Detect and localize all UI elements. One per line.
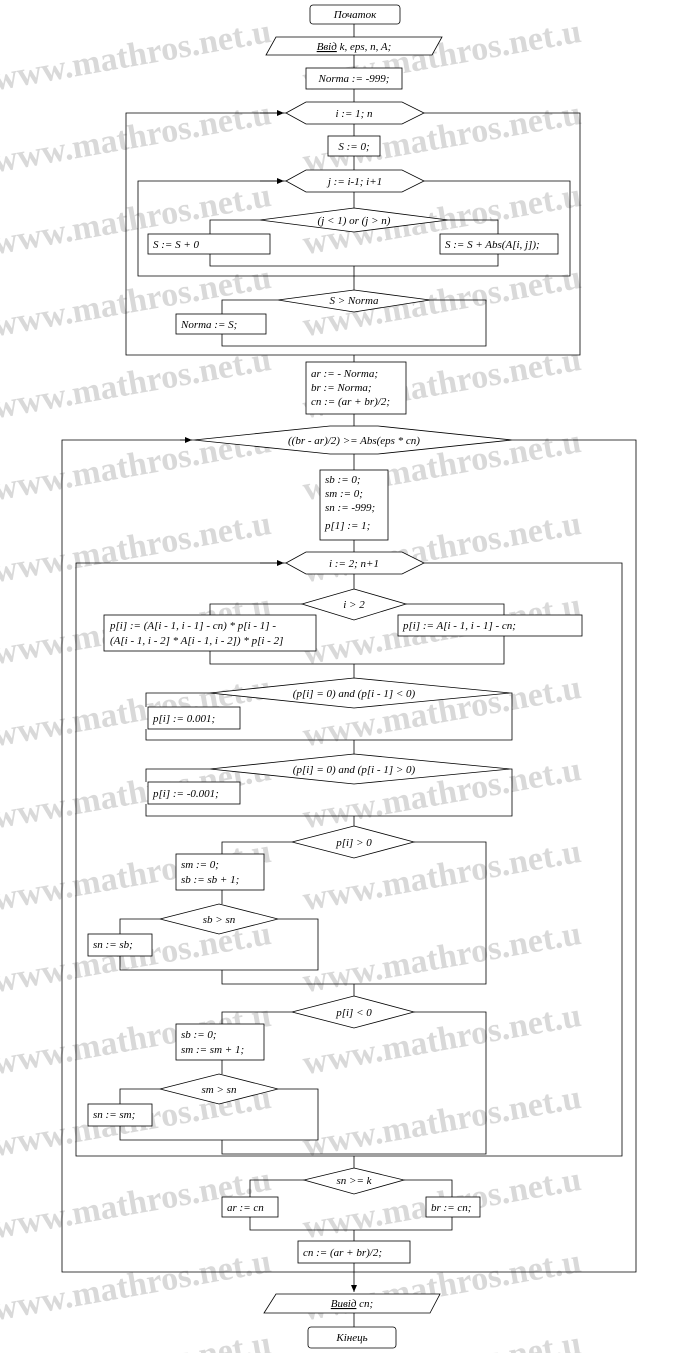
output-block: Вивід cn; [263,1293,441,1314]
cond-j-label: (j < 1) or (j > n) [318,215,391,227]
s-add0-block: S := S + 0 [147,233,271,255]
input-rest: k, eps, n, A; [337,41,391,53]
while-label: ((br - ar)/2) >= Abs(eps * cn) [288,435,420,447]
output-label: Вивід cn; [331,1298,373,1310]
init2-line-4: p[1] := 1; [324,520,370,532]
norma-init-label: Norma := -999; [318,73,390,85]
s-add-block: S := S + Abs(A[i, j]); [439,233,559,255]
connectors [61,24,637,1327]
br-cn-block: br := cn; [425,1196,481,1218]
norma-init-block: Norma := -999; [305,67,403,90]
cond-gt0-label: p[i] > 0 [335,837,372,849]
cond-k-label: sn >= k [336,1175,372,1187]
p-neg-eps-block: p[i] := -0.001; [147,781,241,805]
sn-sm-block: sn := sm; [87,1103,153,1127]
cond-sm-decision: sm > sn [159,1073,279,1105]
init-line-1: ar := - Norma; [311,368,378,380]
init2-line-3: sn := -999; [325,502,375,514]
br-cn-label: br := cn; [431,1202,471,1214]
init2-line-2: sm := 0; [325,488,363,500]
cond-p-pos-label: (p[i] = 0) and (p[i - 1] > 0) [293,764,416,776]
output-rest: cn; [356,1298,373,1310]
cond-p-neg-label: (p[i] = 0) and (p[i - 1] < 0) [293,688,416,700]
cond-norma-decision: S > Norma [277,289,431,313]
cond-lt0-decision: p[i] < 0 [291,995,416,1029]
start-terminal: Початок [309,4,401,25]
cond-p-neg-decision: (p[i] = 0) and (p[i - 1] < 0) [209,677,511,709]
cond-i2-label: i > 2 [343,599,365,611]
loop-i2-label: i := 2; n+1 [329,558,379,570]
sn-sm-label: sn := sm; [93,1109,135,1121]
init-block: ar := - Norma; br := Norma; cn := (ar + … [305,361,407,415]
loop-i2-hexagon: i := 2; n+1 [285,551,425,575]
cond-i2-decision: i > 2 [300,588,408,621]
init-line-2: br := Norma; [311,382,372,394]
output-keyword: Вивід [331,1298,357,1310]
p-full-block: p[i] := (A[i - 1, i - 1] - cn) * p[i - 1… [103,614,317,652]
input-keyword: Ввід [317,41,338,53]
s-init-label: S := 0; [338,141,369,153]
gt0-block: sm := 0; sb := sb + 1; [175,853,265,891]
end-label: Кінець [335,1332,367,1344]
cond-norma-label: S > Norma [330,295,379,307]
while-hexagon: ((br - ar)/2) >= Abs(eps * cn) [193,425,513,455]
ar-cn-block: ar := cn [221,1196,279,1218]
start-label: Початок [333,9,377,21]
cond-k-decision: sn >= k [302,1167,406,1195]
p-neg-eps-label: p[i] := -0.001; [152,788,219,800]
cond-j-decision: (j < 1) or (j > n) [259,207,449,233]
cond-sb-decision: sb > sn [159,903,279,935]
p-pos-eps-label: p[i] := 0.001; [152,713,215,725]
p-simple-block: p[i] := A[i - 1, i - 1] - cn; [397,614,583,637]
loop-j-label: j := i-1; i+1 [326,176,382,188]
end-terminal: Кінець [307,1326,397,1349]
norma-set-label: Norma := S; [180,319,237,331]
p-full-line-1: p[i] := (A[i - 1, i - 1] - cn) * p[i - 1… [109,620,276,632]
loop-i-label: i := 1; n [335,108,373,120]
s-add-label: S := S + Abs(A[i, j]); [445,239,540,251]
cond-sm-label: sm > sn [202,1084,237,1096]
sn-sb-label: sn := sb; [93,939,133,951]
norma-set-block: Norma := S; [175,313,267,335]
cn-update-block: cn := (ar + br)/2; [297,1240,411,1264]
lt0-line-1: sb := 0; [181,1029,217,1041]
input-block: Ввід k, eps, n, A; [265,36,443,56]
loop-j-hexagon: j := i-1; i+1 [285,169,425,193]
loop-i-hexagon: i := 1; n [285,101,425,125]
cond-lt0-label: p[i] < 0 [335,1007,372,1019]
init2-line-1: sb := 0; [325,474,361,486]
init2-block: sb := 0; sm := 0; sn := -999; p[1] := 1; [319,469,389,541]
cn-update-label: cn := (ar + br)/2; [303,1247,382,1259]
input-label: Ввід k, eps, n, A; [317,41,392,53]
init-line-3: cn := (ar + br)/2; [311,396,390,408]
lt0-line-2: sm := sm + 1; [181,1044,244,1056]
gt0-line-1: sm := 0; [181,859,219,871]
p-full-line-2: (A[i - 1, i - 2] * A[i - 1, i - 2]) * p[… [110,635,283,647]
sn-sb-block: sn := sb; [87,933,153,957]
ar-cn-label: ar := cn [227,1202,264,1214]
cond-sb-label: sb > sn [203,914,236,926]
gt0-line-2: sb := sb + 1; [181,874,239,886]
p-simple-label: p[i] := A[i - 1, i - 1] - cn; [402,620,516,632]
s-add0-label: S := S + 0 [153,239,200,251]
lt0-block: sb := 0; sm := sm + 1; [175,1023,265,1061]
s-init-block: S := 0; [327,135,381,157]
p-pos-eps-block: p[i] := 0.001; [147,706,241,730]
cond-p-pos-decision: (p[i] = 0) and (p[i - 1] > 0) [209,753,511,785]
cond-gt0-decision: p[i] > 0 [291,825,416,859]
